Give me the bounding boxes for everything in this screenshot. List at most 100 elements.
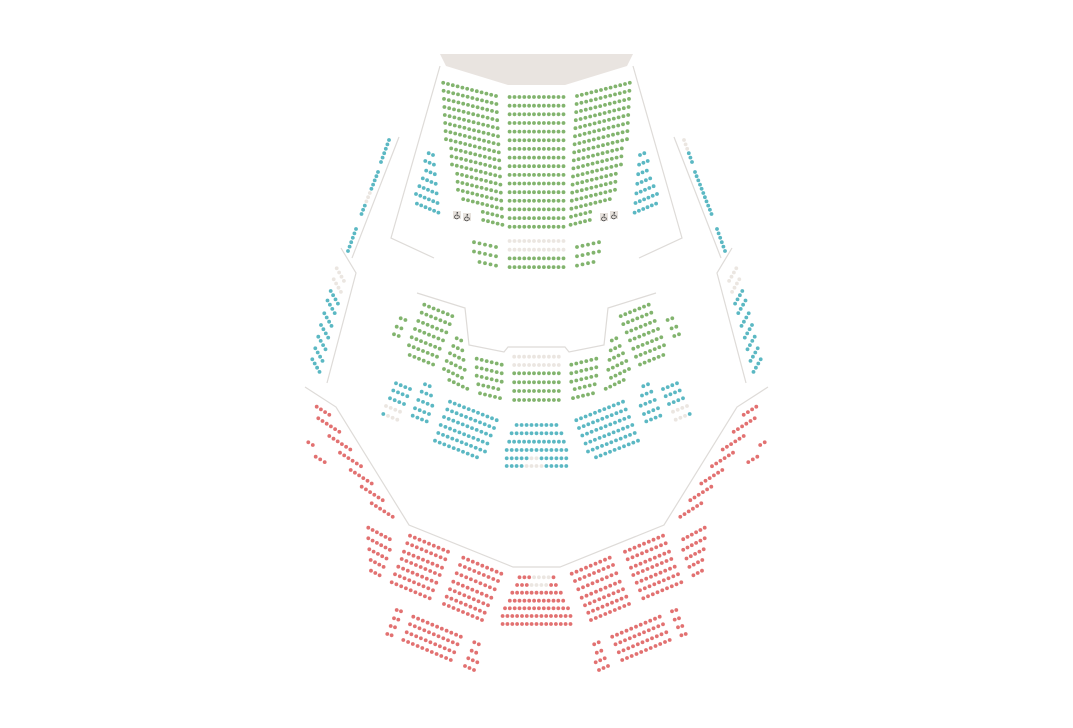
seat[interactable] — [621, 378, 626, 382]
seat[interactable] — [457, 355, 461, 360]
seat[interactable] — [542, 398, 546, 402]
seat[interactable] — [471, 409, 476, 413]
seat[interactable] — [603, 612, 608, 616]
seat[interactable] — [484, 195, 489, 199]
seat[interactable] — [685, 535, 690, 539]
seat[interactable] — [611, 116, 616, 121]
seat[interactable] — [542, 173, 546, 177]
seat[interactable] — [325, 298, 330, 303]
seat[interactable] — [611, 430, 616, 435]
seat[interactable] — [556, 190, 561, 195]
seat[interactable] — [561, 606, 566, 611]
seat[interactable] — [594, 589, 598, 594]
seat[interactable] — [478, 447, 483, 452]
seat[interactable] — [539, 423, 544, 427]
seat[interactable] — [522, 398, 526, 402]
seat[interactable] — [615, 632, 619, 637]
seat[interactable] — [762, 440, 767, 445]
seat[interactable] — [429, 578, 434, 583]
seat[interactable] — [496, 387, 501, 391]
seat[interactable] — [726, 453, 731, 458]
seat[interactable] — [569, 571, 574, 576]
seat[interactable] — [597, 112, 602, 117]
seat[interactable] — [576, 157, 581, 162]
seat[interactable] — [537, 138, 541, 143]
seat[interactable] — [453, 363, 458, 368]
seat[interactable] — [405, 394, 410, 399]
seat[interactable] — [482, 138, 486, 143]
seat[interactable] — [587, 122, 592, 127]
seat[interactable] — [610, 365, 615, 370]
seat[interactable] — [416, 555, 421, 560]
seat[interactable] — [522, 112, 527, 117]
seat[interactable] — [631, 440, 636, 445]
seat[interactable] — [575, 263, 579, 268]
seat[interactable] — [589, 185, 594, 190]
seat[interactable] — [625, 137, 629, 142]
seat[interactable] — [598, 559, 603, 564]
seat[interactable] — [642, 151, 647, 156]
seat[interactable] — [522, 371, 526, 376]
seat[interactable] — [582, 131, 587, 136]
seat[interactable] — [541, 606, 546, 611]
seat[interactable] — [584, 376, 589, 380]
seat[interactable] — [422, 628, 427, 633]
seat[interactable] — [522, 207, 527, 212]
seat[interactable] — [646, 594, 650, 599]
seat[interactable] — [465, 94, 470, 99]
seat[interactable] — [549, 464, 554, 468]
seat[interactable] — [616, 123, 621, 128]
seat[interactable] — [618, 83, 623, 88]
seat[interactable] — [469, 175, 474, 180]
seat[interactable] — [427, 630, 431, 635]
seat[interactable] — [690, 160, 694, 164]
seat[interactable] — [524, 448, 529, 452]
seat[interactable] — [500, 214, 504, 219]
seat[interactable] — [452, 123, 457, 128]
seat[interactable] — [512, 138, 517, 143]
seat[interactable] — [556, 173, 561, 177]
seat[interactable] — [458, 365, 463, 370]
seat[interactable] — [663, 568, 668, 573]
seat[interactable] — [596, 144, 601, 149]
seat[interactable] — [537, 95, 541, 99]
seat[interactable] — [324, 315, 329, 320]
seat[interactable] — [647, 358, 652, 363]
seat[interactable] — [448, 587, 452, 592]
seat[interactable] — [741, 302, 745, 307]
seat[interactable] — [373, 560, 377, 565]
seat[interactable] — [500, 222, 505, 227]
seat[interactable] — [575, 181, 580, 186]
seat[interactable] — [503, 606, 507, 611]
seat[interactable] — [654, 545, 659, 550]
seat[interactable] — [436, 308, 441, 313]
seat[interactable] — [321, 327, 326, 332]
seat[interactable] — [646, 195, 651, 200]
seat[interactable] — [640, 393, 644, 398]
seat[interactable] — [737, 436, 742, 441]
seat[interactable] — [742, 335, 747, 340]
seat[interactable] — [574, 569, 579, 574]
seat[interactable] — [599, 175, 604, 180]
seat[interactable] — [588, 202, 593, 206]
seat[interactable] — [537, 224, 541, 229]
seat[interactable] — [619, 154, 624, 159]
seat[interactable] — [408, 622, 412, 627]
seat[interactable] — [656, 535, 661, 540]
seat[interactable] — [423, 341, 428, 345]
seat[interactable] — [622, 604, 627, 608]
seat[interactable] — [689, 532, 694, 537]
seat[interactable] — [542, 380, 546, 385]
seat[interactable] — [569, 198, 574, 203]
seat[interactable] — [626, 113, 631, 117]
seat[interactable] — [426, 187, 430, 192]
seat[interactable] — [532, 389, 536, 393]
seat[interactable] — [694, 530, 698, 535]
seat[interactable] — [478, 153, 482, 158]
seat[interactable] — [611, 124, 616, 129]
seat[interactable] — [408, 588, 413, 593]
seat[interactable] — [611, 591, 616, 596]
seat[interactable] — [595, 606, 600, 611]
seat[interactable] — [420, 417, 424, 422]
seat[interactable] — [456, 581, 460, 586]
